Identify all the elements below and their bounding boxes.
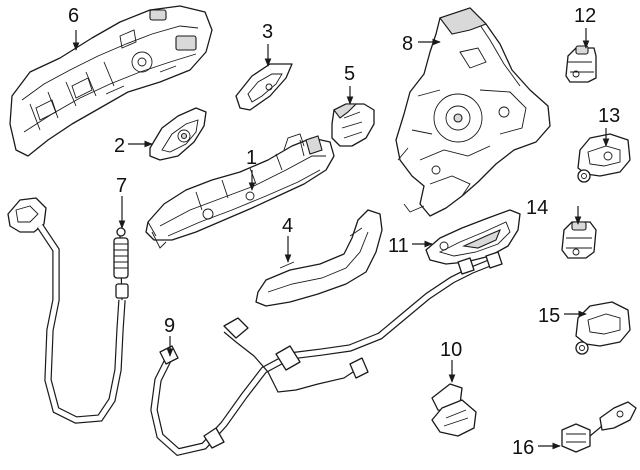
callout-10: 10: [440, 339, 462, 361]
callout-4: 4: [282, 215, 293, 237]
callout-6: 6: [68, 5, 79, 27]
part-2-cover: [149, 107, 207, 161]
callout-14: 14: [526, 197, 548, 219]
callout-numbers: 6 3 8 12 5 2 13 1 7 14 4 11 15 9 10 16: [68, 5, 620, 459]
part-16-connector: [561, 401, 637, 453]
callout-2: 2: [114, 135, 125, 157]
callout-3: 3: [262, 21, 273, 43]
part-12-bracket: [565, 45, 597, 83]
part-3-gasket: [235, 63, 293, 111]
callout-13: 13: [598, 105, 620, 127]
part-6-handle-frame: [9, 5, 213, 157]
part-8-door-latch: [395, 7, 551, 217]
part-10-bracket: [431, 383, 477, 437]
part-15-striker: [575, 301, 631, 355]
part-14-bracket: [561, 221, 597, 259]
callout-15: 15: [538, 305, 560, 327]
part-5-end-cap: [331, 103, 375, 147]
callout-12: 12: [574, 5, 596, 27]
callout-7: 7: [116, 175, 127, 197]
callout-11: 11: [388, 235, 409, 257]
part-13-striker: [577, 133, 631, 183]
part-7-release-cable: [7, 197, 129, 424]
callout-8: 8: [402, 33, 413, 55]
callout-5: 5: [344, 63, 355, 85]
part-9-wiring-harness: [150, 251, 503, 457]
part-4-handle-grip: [255, 209, 383, 307]
callout-1: 1: [246, 147, 257, 169]
callout-16: 16: [512, 437, 534, 459]
part-1-outside-handle: [145, 133, 335, 249]
callout-9: 9: [164, 315, 175, 337]
part-11-inside-handle: [425, 209, 521, 265]
leader-lines: [72, 28, 610, 450]
